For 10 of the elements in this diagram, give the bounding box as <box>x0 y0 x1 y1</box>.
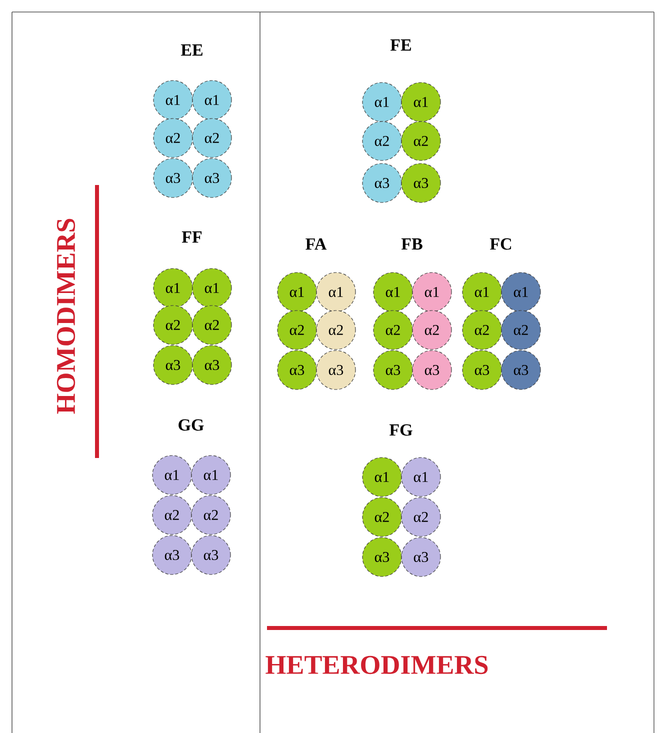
group-title: EE <box>180 44 202 56</box>
side-heading: HOMODIMERS <box>56 218 76 414</box>
group-title: FG <box>390 424 412 436</box>
group-title: FE <box>390 39 411 51</box>
bottom-heading: HETERODIMERS <box>266 656 488 674</box>
group-title: FF <box>182 231 202 243</box>
group-title: FC <box>490 238 512 250</box>
group-title: FA <box>306 238 327 250</box>
group-title: GG <box>178 419 204 431</box>
group-title: FB <box>401 238 422 250</box>
